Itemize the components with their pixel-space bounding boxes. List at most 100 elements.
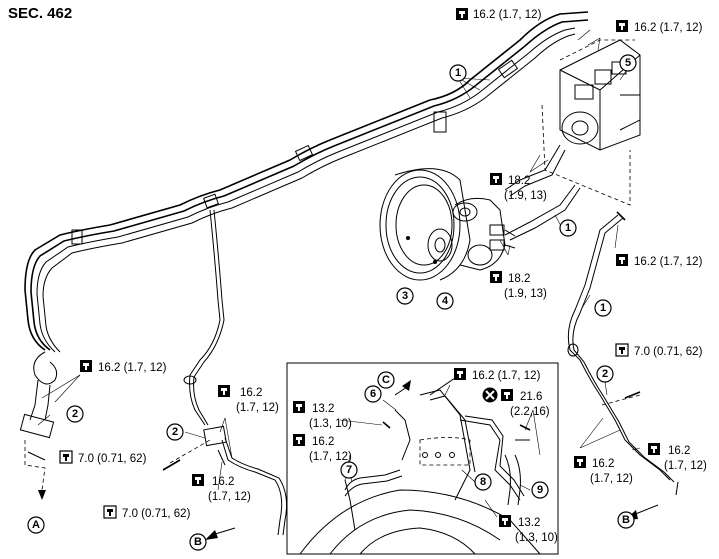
- svg-text:B: B: [194, 536, 202, 548]
- svg-text:13.2: 13.2: [518, 517, 540, 529]
- svg-text:16.2 (1.7, 12): 16.2 (1.7, 12): [634, 256, 703, 268]
- torque-wrench-icon: [574, 456, 586, 468]
- callout-2b: 2: [166, 423, 184, 441]
- torque-label-10: 7.0 (0.71, 62): [103, 505, 191, 520]
- svg-text:(1.7, 12): (1.7, 12): [208, 491, 251, 503]
- torque-wrench-icon: [80, 360, 92, 372]
- svg-text:13.2: 13.2: [312, 403, 334, 415]
- svg-text:1: 1: [565, 222, 571, 234]
- svg-text:C: C: [382, 374, 390, 386]
- torque-label-1: 16.2 (1.7, 12): [456, 8, 542, 21]
- callout-5: 5: [619, 54, 637, 72]
- torque-label-5: 16.2 (1.7, 12): [616, 254, 703, 268]
- torque-wrench-icon: [454, 368, 466, 380]
- torque-wrench-icon: [616, 254, 628, 266]
- torque-wrench-icon: [456, 8, 468, 20]
- torque-wrench-icon: [192, 474, 204, 486]
- reference-b-left: B: [189, 533, 207, 551]
- svg-text:(1.7, 12): (1.7, 12): [236, 402, 279, 414]
- svg-text:16.2 (1.7, 12): 16.2 (1.7, 12): [472, 370, 541, 382]
- callout-3: 3: [396, 287, 414, 305]
- brake-booster: [379, 168, 471, 281]
- torque-label-14: 13.2 (1.3, 10): [293, 401, 352, 430]
- torque-wrench-icon: [499, 515, 511, 527]
- svg-text:16.2: 16.2: [312, 436, 334, 448]
- reference-a: A: [27, 516, 45, 534]
- torque-label-11: 16.2 (1.7, 12): [192, 474, 251, 503]
- torque-label-4: 18.2 (1.9, 13): [490, 271, 547, 300]
- svg-text:B: B: [622, 514, 630, 526]
- leader-lines: [37, 29, 641, 518]
- svg-text:9: 9: [537, 484, 543, 496]
- reference-b-right: B: [617, 511, 635, 529]
- svg-text:21.6: 21.6: [520, 391, 542, 403]
- torque-wrench-icon: [615, 343, 629, 357]
- svg-text:16.2 (1.7, 12): 16.2 (1.7, 12): [98, 362, 167, 374]
- svg-text:(1.3, 10): (1.3, 10): [309, 418, 352, 430]
- torque-wrench-icon: [293, 434, 305, 446]
- svg-text:16.2: 16.2: [212, 476, 234, 488]
- torque-wrench-icon: [501, 389, 513, 401]
- torque-label-2: 16.2 (1.7, 12): [616, 20, 703, 34]
- svg-text:7.0 (0.71, 62): 7.0 (0.71, 62): [78, 453, 147, 465]
- callout-9: 9: [531, 481, 549, 499]
- callout-4: 4: [436, 292, 454, 310]
- torque-label-3: 18.2 (1.9, 13): [490, 173, 547, 202]
- svg-text:4: 4: [442, 295, 449, 307]
- master-cylinder: [452, 197, 516, 271]
- callout-8: 8: [474, 473, 492, 491]
- callout-1b: 1: [559, 219, 577, 237]
- left-bracket: [162, 425, 287, 536]
- torque-wrench-icon: [59, 450, 73, 464]
- svg-text:6: 6: [370, 388, 376, 400]
- svg-text:7: 7: [346, 464, 352, 476]
- svg-text:A: A: [32, 519, 40, 531]
- svg-text:5: 5: [625, 57, 631, 69]
- section-title: SEC. 462: [8, 5, 72, 22]
- torque-wrench-icon: [490, 271, 502, 283]
- torque-label-18: 13.2 (1.3, 10): [499, 515, 558, 544]
- torque-label-12: 16.2 (1.7, 12): [574, 456, 633, 485]
- svg-text:7.0 (0.71, 62): 7.0 (0.71, 62): [122, 508, 191, 520]
- torque-wrench-icon: [293, 401, 305, 413]
- torque-label-7: 7.0 (0.71, 62): [615, 343, 703, 358]
- svg-text:(1.9, 13): (1.9, 13): [504, 190, 547, 202]
- callout-6: 6: [364, 385, 382, 403]
- svg-text:1: 1: [600, 302, 606, 314]
- torque-wrench-icon: [648, 443, 660, 455]
- svg-text:(1.7, 12): (1.7, 12): [309, 451, 352, 463]
- torque-label-17: 21.6 (2.2,16): [482, 387, 550, 418]
- callout-2a: 2: [66, 405, 84, 423]
- svg-text:(1.7, 12): (1.7, 12): [590, 473, 633, 485]
- torque-wrench-icon: [490, 173, 502, 185]
- svg-text:1: 1: [455, 67, 461, 79]
- callout-1a: 1: [449, 64, 467, 82]
- abs-actuator: [541, 39, 641, 206]
- svg-text:16.2 (1.7, 12): 16.2 (1.7, 12): [473, 9, 542, 21]
- svg-text:18.2: 18.2: [508, 175, 530, 187]
- left-hose-assembly: [19, 351, 58, 500]
- svg-text:(1.3, 10): (1.3, 10): [515, 532, 558, 544]
- torque-label-15: 16.2 (1.7, 12): [293, 434, 352, 463]
- svg-text:3: 3: [402, 290, 408, 302]
- torque-wrench-icon: [616, 20, 628, 32]
- callout-1c: 1: [594, 299, 612, 317]
- torque-label-9: 16.2 (1.7, 12): [218, 385, 279, 414]
- svg-text:(1.7, 12): (1.7, 12): [664, 460, 707, 472]
- svg-text:2: 2: [602, 368, 608, 380]
- svg-text:8: 8: [480, 476, 486, 488]
- svg-text:16.2: 16.2: [592, 458, 614, 470]
- svg-text:16.2: 16.2: [240, 387, 262, 399]
- torque-label-8: 7.0 (0.71, 62): [59, 450, 147, 465]
- svg-text:18.2: 18.2: [508, 273, 530, 285]
- torque-wrench-icon: [218, 385, 230, 397]
- do-not-reuse-icon: [482, 387, 498, 403]
- svg-text:16.2 (1.7, 12): 16.2 (1.7, 12): [634, 22, 703, 34]
- torque-label-6: 16.2 (1.7, 12): [80, 360, 167, 374]
- svg-text:(1.9, 13): (1.9, 13): [504, 288, 547, 300]
- svg-text:2: 2: [72, 408, 78, 420]
- svg-text:(2.2,16): (2.2,16): [510, 406, 550, 418]
- torque-label-16: 16.2 (1.7, 12): [454, 368, 541, 382]
